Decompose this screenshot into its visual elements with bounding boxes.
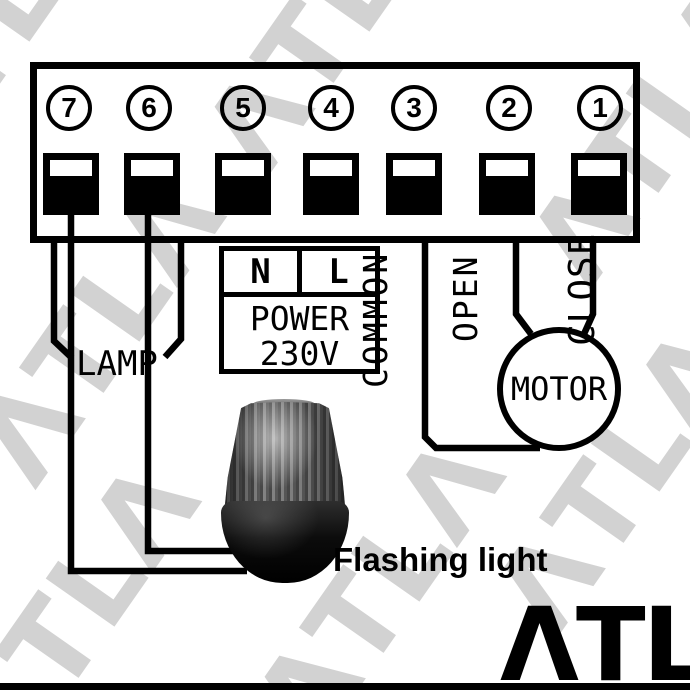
terminal-slot [131,160,173,176]
wire-lamp-leader-right [162,243,185,360]
terminal-block-4 [303,153,359,215]
wire-lamp-leader-left [50,243,75,361]
terminal-block-2 [479,153,535,215]
terminal-block-1 [571,153,627,215]
terminal-number-4: 4 [308,85,354,131]
terminal-block-5 [215,153,271,215]
bottom-bar [0,683,690,690]
power-voltage: 230V [259,334,340,373]
terminal-number-label: 6 [141,92,157,123]
terminal-number-label: 3 [406,92,422,123]
terminal-number-label: 4 [323,92,339,123]
terminal-slot [486,160,528,176]
wire-open [512,243,534,336]
power-box: N L POWER 230V [219,246,380,374]
live-cell: L [328,251,349,292]
terminal-slot [578,160,620,176]
terminal-number-label: 1 [592,92,608,123]
terminal-number-2: 2 [486,85,532,131]
terminal-slot [310,160,352,176]
beacon-base [221,501,349,583]
power-box-title: POWER 230V [224,297,375,371]
close-label: CLOSE [562,232,603,346]
terminal-number-1: 1 [577,85,623,131]
flashing-light-image [221,399,349,583]
terminal-block-3 [386,153,442,215]
lamp-label: LAMP [76,344,158,384]
terminal-number-label: 5 [235,92,251,123]
terminal-slot [222,160,264,176]
wire-terminal7-to-light [67,215,247,575]
motor-label: MOTOR [510,370,608,408]
terminal-number-label: 2 [501,92,517,123]
power-box-header: N L [224,251,375,297]
terminal-block-7 [43,153,99,215]
terminal-number-6: 6 [126,85,172,131]
terminal-number-label: 7 [61,92,77,123]
neutral-cell: N [224,251,302,292]
atla-logo: ΛTLΛ [500,586,690,690]
flashing-light-label: Flashing light [333,541,548,578]
power-title: POWER [249,299,350,338]
motor-circle: MOTOR [497,327,621,451]
wire-close [581,243,597,336]
terminal-number-7: 7 [46,85,92,131]
terminal-number-5: 5 [220,85,266,131]
terminal-box [30,62,640,243]
common-label: COMMON [356,250,395,388]
terminal-slot [393,160,435,176]
terminal-slot [50,160,92,176]
terminal-block-6 [124,153,180,215]
terminal-number-3: 3 [391,85,437,131]
open-label: OPEN [446,254,485,342]
wire-terminal6-to-light [144,215,240,555]
wire-common [421,243,540,452]
